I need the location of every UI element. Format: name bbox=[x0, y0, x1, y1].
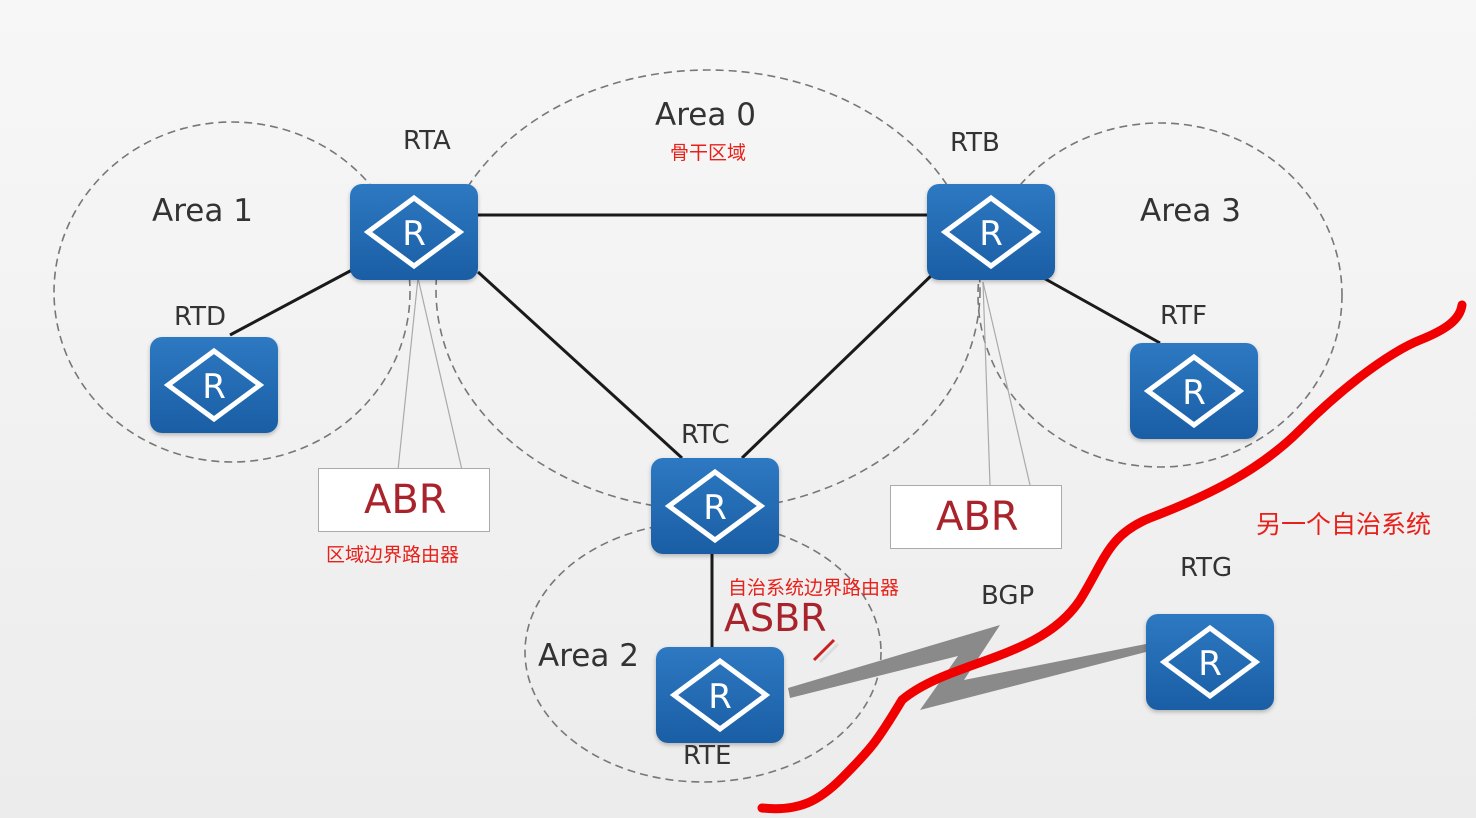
area2-label: Area 2 bbox=[538, 638, 639, 674]
router-rtd[interactable]: R bbox=[150, 337, 278, 433]
router-rtd-glyph: R bbox=[202, 367, 226, 407]
asbr-description: 自治系统边界路由器 bbox=[728, 577, 900, 599]
area1-boundary bbox=[53, 121, 411, 463]
router-rtd-icon: R bbox=[163, 347, 265, 423]
rta-label: RTA bbox=[403, 126, 451, 156]
link-rtb-rtf bbox=[1039, 274, 1161, 345]
link-rtb-rtc bbox=[740, 270, 937, 460]
router-rtb-glyph: R bbox=[979, 214, 1003, 254]
rte-label: RTE bbox=[683, 741, 732, 771]
abr-left-pointer-2 bbox=[417, 277, 463, 471]
router-rta-icon: R bbox=[363, 194, 465, 270]
area0-boundary bbox=[435, 69, 981, 511]
area3-label: Area 3 bbox=[1140, 193, 1241, 229]
router-rtc[interactable]: R bbox=[651, 458, 779, 554]
router-rte[interactable]: R bbox=[656, 647, 784, 743]
rtd-label: RTD bbox=[174, 302, 227, 332]
other-as-note: 另一个自治系统 bbox=[1256, 510, 1432, 539]
router-rtf[interactable]: R bbox=[1130, 343, 1258, 439]
abr-right-text: ABR bbox=[936, 494, 1019, 540]
router-rte-icon: R bbox=[669, 657, 771, 733]
abr-left-text: ABR bbox=[364, 477, 447, 523]
abr-right-callout bbox=[890, 485, 1062, 549]
abr-right-pointer bbox=[982, 281, 991, 486]
router-rte-glyph: R bbox=[708, 677, 732, 717]
router-rta[interactable]: R bbox=[350, 184, 478, 280]
pen-cursor-icon bbox=[812, 638, 840, 664]
router-rta-glyph: R bbox=[402, 214, 426, 254]
area3-boundary bbox=[977, 122, 1343, 468]
abr-left-callout bbox=[318, 468, 490, 532]
abr-right-pointer-2 bbox=[982, 281, 1031, 486]
router-rtf-glyph: R bbox=[1182, 373, 1206, 413]
rtb-label: RTB bbox=[950, 128, 1000, 158]
rtc-label: RTC bbox=[681, 420, 730, 450]
abr-left-pointer bbox=[397, 277, 419, 471]
as-boundary-stroke bbox=[757, 300, 1467, 814]
rtg-label: RTG bbox=[1180, 553, 1233, 583]
router-rtb-icon: R bbox=[940, 194, 1042, 270]
area1-label: Area 1 bbox=[152, 193, 253, 229]
router-rtc-icon: R bbox=[664, 468, 766, 544]
abr-description: 区域边界路由器 bbox=[326, 544, 460, 566]
router-rtc-glyph: R bbox=[703, 488, 727, 528]
backbone-area-note: 骨干区域 bbox=[670, 142, 747, 164]
rtf-label: RTF bbox=[1160, 301, 1208, 331]
router-rtb[interactable]: R bbox=[927, 184, 1055, 280]
link-rta-rtd bbox=[229, 268, 353, 337]
router-rtg[interactable]: R bbox=[1146, 614, 1274, 710]
router-rtg-icon: R bbox=[1159, 624, 1261, 700]
router-rtg-glyph: R bbox=[1198, 644, 1222, 684]
link-rta-rtc bbox=[476, 270, 684, 460]
asbr-text: ASBR bbox=[724, 596, 827, 640]
router-rtf-icon: R bbox=[1143, 353, 1245, 429]
area0-label: Area 0 bbox=[655, 97, 756, 133]
bgp-label: BGP bbox=[981, 581, 1035, 611]
